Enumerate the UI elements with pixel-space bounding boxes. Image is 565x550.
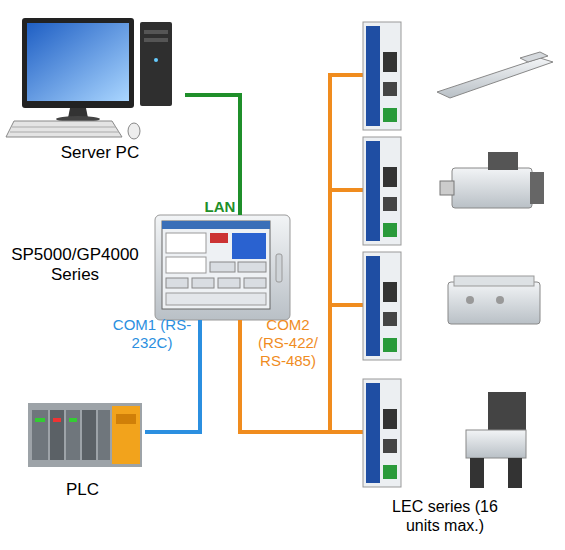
server-pc: Server PC bbox=[15, 15, 185, 163]
lec-controllers bbox=[363, 22, 401, 487]
com2-bus bbox=[328, 75, 364, 434]
lec-series-group: LEC series (16 units max.) bbox=[330, 15, 560, 535]
actuators bbox=[437, 52, 553, 488]
port-label: COM1 (RS-232C) bbox=[107, 316, 197, 352]
plc-illustration bbox=[28, 403, 142, 467]
device-label: Server PC bbox=[15, 143, 185, 163]
hmi-unit: SP5000/GP4000 Series bbox=[155, 215, 290, 320]
cable bbox=[185, 95, 240, 215]
device-label: SP5000/GP4000 Series bbox=[0, 245, 150, 284]
device-label: LEC series (16 units max.) bbox=[380, 498, 510, 535]
port-label: LAN bbox=[202, 198, 238, 216]
port-label: COM2 (RS-422/ RS-485) bbox=[252, 316, 324, 370]
hmi-illustration bbox=[155, 215, 290, 320]
device-label: PLC bbox=[20, 480, 145, 500]
plc: PLC bbox=[20, 395, 145, 500]
server-pc-illustration bbox=[6, 18, 172, 139]
